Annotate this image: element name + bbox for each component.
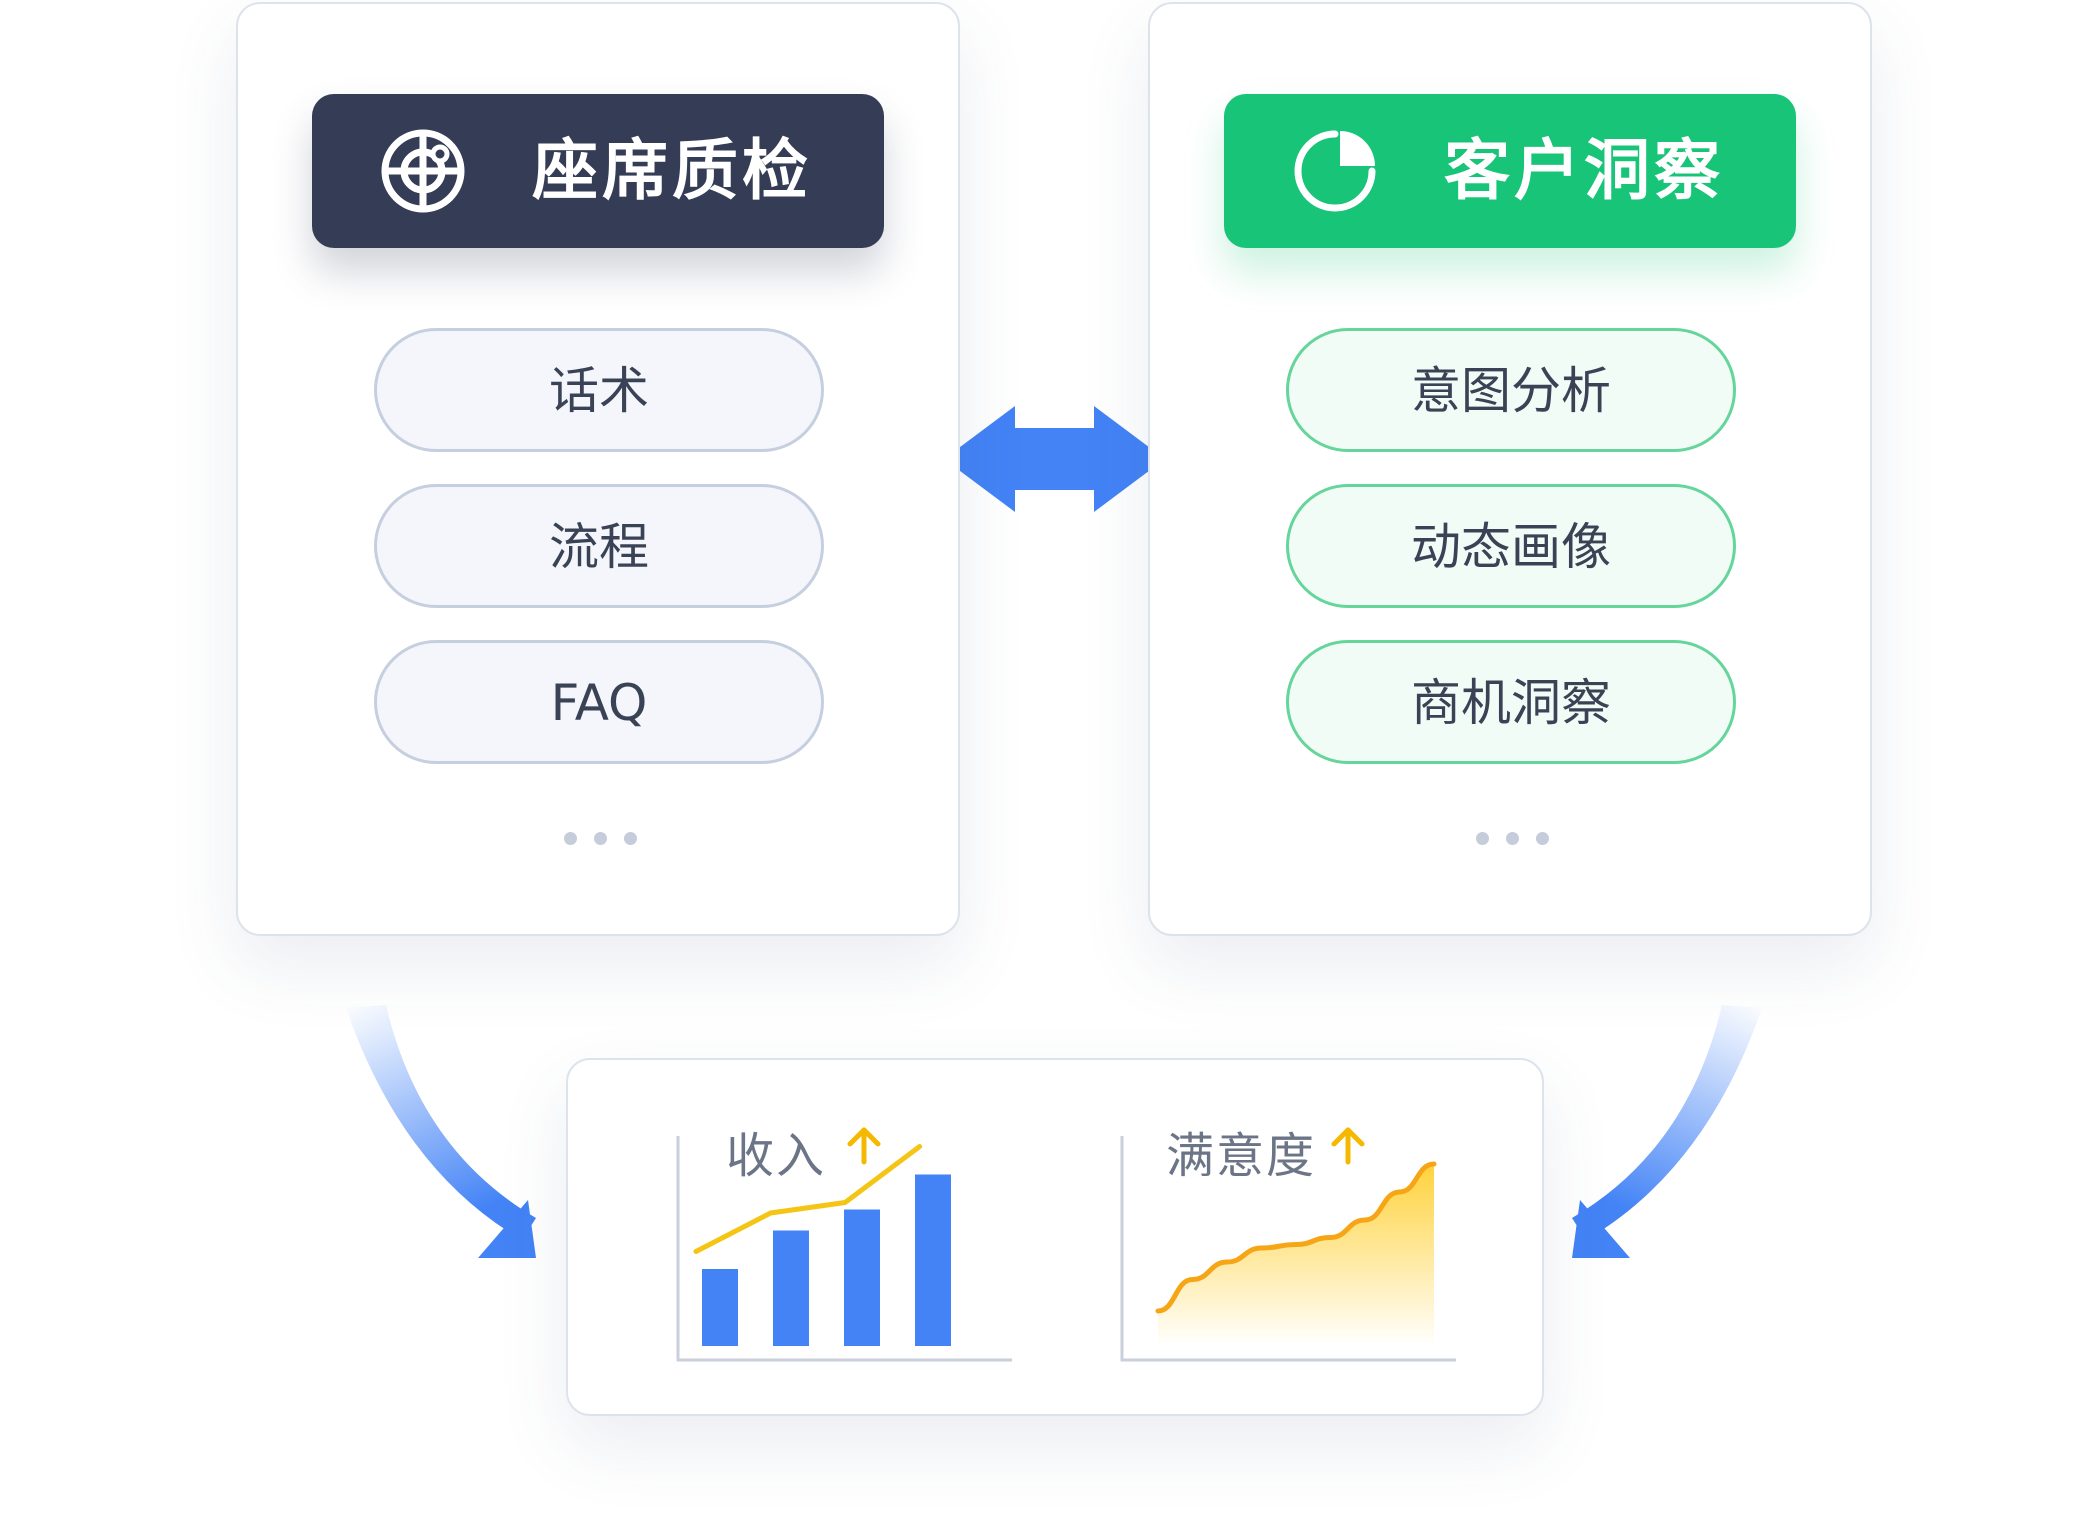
revenue-bar: [915, 1174, 951, 1346]
revenue-label: 收入: [726, 1128, 827, 1184]
satisfaction-area: [1158, 1164, 1434, 1346]
customer-insight-panel: 客户洞察 意图分析 动态画像 商机洞察: [1148, 2, 1872, 936]
curved-arrow-left-icon: [346, 1005, 536, 1240]
agent-quality-panel: 座席质检 话术 流程 FAQ: [236, 2, 960, 936]
results-card: 收入 满意度: [566, 1058, 1544, 1416]
curved-arrow-left-head: [478, 1200, 536, 1258]
revenue-bars: [702, 1174, 951, 1346]
pie-chart-icon: [1294, 130, 1376, 212]
list-item-process[interactable]: 流程: [374, 484, 824, 608]
dot: [564, 832, 577, 845]
revenue-arrow-up-icon: [847, 1127, 881, 1165]
list-item-opportunity-insight[interactable]: 商机洞察: [1286, 640, 1736, 764]
list-item-dynamic-profile[interactable]: 动态画像: [1286, 484, 1736, 608]
revenue-trend-line: [693, 1144, 923, 1254]
satisfaction-label: 满意度: [1166, 1128, 1317, 1184]
more-dots-icon: [1476, 832, 1556, 848]
dot: [1476, 832, 1489, 845]
customer-insight-title: 客户洞察: [1444, 132, 1724, 209]
dot: [594, 832, 607, 845]
revenue-bar: [773, 1230, 809, 1346]
revenue-bar: [702, 1269, 738, 1346]
dot: [624, 832, 637, 845]
list-item-script[interactable]: 话术: [374, 328, 824, 452]
bidirectional-arrow-icon: [944, 406, 1165, 512]
target-radar-icon: [381, 129, 465, 213]
dot: [1536, 832, 1549, 845]
revenue-axis: [676, 1136, 1012, 1362]
curved-arrow-right-icon: [1572, 1005, 1762, 1240]
agent-quality-header[interactable]: 座席质检: [312, 94, 884, 248]
curved-arrow-right-head: [1572, 1200, 1630, 1258]
revenue-bar: [844, 1209, 880, 1346]
satisfaction-line: [1155, 1161, 1437, 1314]
satisfaction-axis: [1120, 1136, 1456, 1362]
customer-insight-header[interactable]: 客户洞察: [1224, 94, 1796, 248]
satisfaction-arrow-up-icon: [1331, 1127, 1365, 1165]
dot: [1506, 832, 1519, 845]
results-charts: [676, 1127, 1456, 1362]
agent-quality-title: 座席质检: [532, 132, 812, 209]
list-item-faq[interactable]: FAQ: [374, 640, 824, 764]
list-item-intent-analysis[interactable]: 意图分析: [1286, 328, 1736, 452]
more-dots-icon: [564, 832, 644, 848]
